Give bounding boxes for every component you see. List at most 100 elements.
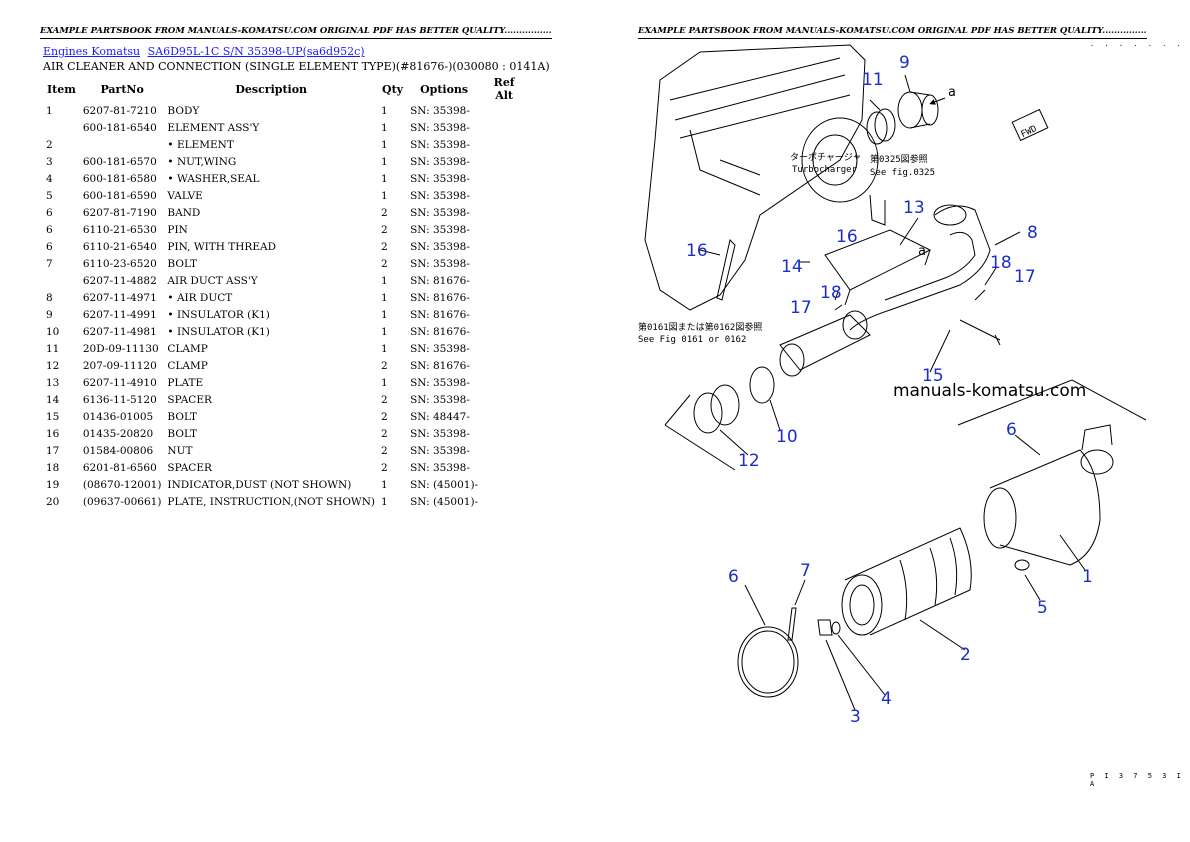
breadcrumb-link-engines[interactable]: Engines Komatsu — [43, 45, 141, 58]
cell-options: SN: 81676- — [410, 359, 470, 372]
page-header-left: EXAMPLE PARTSBOOK FROM MANUALS-KOMATSU.C… — [40, 26, 552, 39]
ref-label-jp: 第0325図参照 — [870, 153, 928, 165]
callout-number: 15 — [922, 366, 944, 386]
cell-item: 12 — [46, 359, 60, 372]
callout-number: 3 — [850, 707, 861, 727]
cell-partno: 6201-81-6560 — [82, 461, 157, 474]
cell-qty: 1 — [381, 376, 388, 389]
ref2-label-jp: 第0161図または第0162図参照 — [638, 321, 762, 333]
cell-options: SN: 35398- — [410, 155, 470, 168]
cell-refalt — [481, 153, 527, 170]
cell-partno: 600-181-6580 — [82, 172, 157, 185]
cell-item: 9 — [46, 308, 53, 321]
cell-description: BOLT — [167, 410, 198, 423]
callout-number: 2 — [960, 645, 971, 665]
cell-options: SN: 81676- — [410, 274, 470, 287]
cell-qty: 1 — [381, 342, 388, 355]
cell-qty: 1 — [381, 274, 388, 287]
cell-description: SPACER — [167, 393, 212, 406]
cell-options: SN: 35398- — [410, 461, 470, 474]
cell-item: 17 — [46, 444, 60, 457]
cell-item — [43, 119, 80, 136]
cell-qty: 1 — [381, 308, 388, 321]
cell-qty: 1 — [381, 189, 388, 202]
cell-partno: 207-09-11120 — [82, 359, 157, 372]
callout-number: 18 — [990, 253, 1012, 273]
cell-item: 13 — [46, 376, 60, 389]
cell-description: • WASHER,SEAL — [167, 172, 260, 185]
cell-partno: 01584-00806 — [82, 444, 154, 457]
cell-refalt — [481, 476, 527, 493]
cell-options: SN: 35398- — [410, 376, 470, 389]
cell-description: PIN, WITH THREAD — [167, 240, 276, 253]
cell-description: • AIR DUCT — [167, 291, 233, 304]
table-header-row: Item PartNo Description Qty Options Ref … — [43, 76, 527, 102]
ref2-label-en: See Fig 0161 or 0162 — [638, 335, 746, 345]
col-qty: Qty — [382, 82, 404, 96]
cell-refalt — [481, 170, 527, 187]
callout-number: 14 — [781, 257, 803, 277]
cell-options: SN: 48447- — [410, 410, 470, 423]
cell-description: BOLT — [167, 427, 198, 440]
air-duct-drawing — [849, 205, 991, 331]
callout-number: 13 — [903, 198, 925, 218]
cell-item: 3 — [46, 155, 53, 168]
cell-refalt — [481, 306, 527, 323]
callout-number: 8 — [1027, 223, 1038, 243]
cell-description: PIN — [167, 223, 188, 236]
cell-qty: 1 — [381, 495, 388, 508]
engine-block-drawing — [644, 44, 866, 311]
cell-item: 6 — [46, 206, 53, 219]
cell-item: 16 — [46, 427, 60, 440]
cell-item — [43, 272, 80, 289]
cell-description: • INSULATOR (K1) — [167, 325, 270, 338]
table-row: 19(08670-12001)INDICATOR,DUST (NOT SHOWN… — [43, 476, 527, 493]
cell-item: 2 — [46, 138, 53, 151]
cell-options: SN: 35398- — [410, 138, 470, 151]
cell-refalt — [481, 374, 527, 391]
cell-options: SN: 81676- — [410, 308, 470, 321]
col-options: Options — [420, 82, 469, 96]
cell-item: 20 — [46, 495, 60, 508]
cell-description: AIR DUCT ASS'Y — [167, 274, 258, 287]
callout-number: 17 — [1014, 267, 1036, 287]
cell-partno: 6207-11-4971 — [82, 291, 157, 304]
callout-number: 17 — [790, 298, 812, 318]
cell-refalt — [481, 255, 527, 272]
cell-options: SN: 35398- — [410, 189, 470, 202]
drawing-serial-top: · · · · · · · — [1090, 42, 1184, 50]
cell-options: SN: 35398- — [410, 172, 470, 185]
cell-item: 4 — [46, 172, 53, 185]
cell-item: 15 — [46, 410, 60, 423]
cell-qty: 1 — [381, 138, 388, 151]
cell-refalt — [481, 323, 527, 340]
exploded-parts-diagram: ターボチャージャ Turbocharger 第0325図参照 See fig.0… — [638, 44, 1147, 727]
breadcrumb-link-model[interactable]: SA6D95L-1C S/N 35398-UP(sa6d952c) — [147, 45, 365, 58]
cell-qty: 1 — [381, 104, 388, 117]
callout-number: 4 — [881, 689, 892, 709]
cell-refalt — [481, 272, 527, 289]
cell-description: • INSULATOR (K1) — [167, 308, 270, 321]
cell-refalt — [481, 119, 527, 136]
callout-number: 16 — [686, 241, 708, 261]
cell-refalt — [481, 493, 527, 510]
cell-partno: 600-181-6590 — [82, 189, 157, 202]
cell-qty: 2 — [381, 359, 388, 372]
cell-qty: 1 — [381, 155, 388, 168]
col-item: Item — [47, 82, 76, 96]
cell-partno: 6110-21-6530 — [82, 223, 157, 236]
cell-qty: 2 — [381, 223, 388, 236]
callout-number: 6 — [1006, 420, 1017, 440]
cell-options: SN: (45001)- — [410, 495, 479, 508]
cell-refalt — [481, 204, 527, 221]
